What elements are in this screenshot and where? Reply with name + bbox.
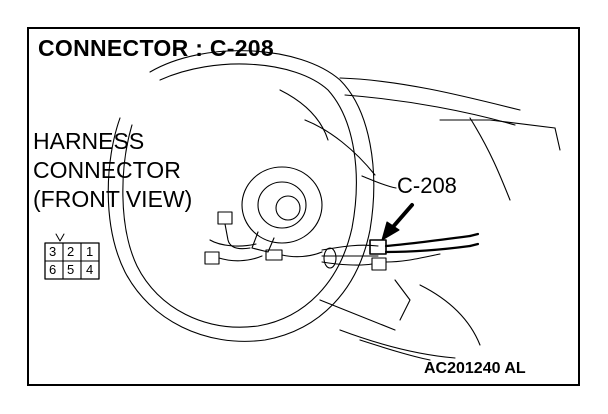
dash-line-3 xyxy=(439,119,556,129)
harness-wire-3 xyxy=(321,261,373,266)
column-lower-1 xyxy=(319,299,396,331)
clock-spring-tab xyxy=(251,231,275,253)
dash-line-2 xyxy=(344,94,516,126)
wheel-rim-inner xyxy=(122,63,357,328)
c208-connector-body xyxy=(369,239,387,255)
pin-label: 3 xyxy=(49,244,57,259)
callout-arrow-head xyxy=(381,221,400,241)
column-lower-2 xyxy=(339,329,456,359)
callout-leader xyxy=(361,175,397,189)
column-lower-4 xyxy=(419,284,481,346)
pin-label: 2 xyxy=(67,244,75,259)
clock-spring-outer xyxy=(241,166,323,244)
column-shroud-top xyxy=(304,119,376,176)
harness-label-line-2: CONNECTOR xyxy=(33,157,181,183)
hub-connector-1 xyxy=(217,211,233,225)
harness-tail xyxy=(468,232,480,248)
figure-id: AC201240 AL xyxy=(424,360,526,377)
callout-arrow-shaft xyxy=(390,203,414,230)
pin-label: 5 xyxy=(67,262,75,277)
harness-label-line-1: HARNESS xyxy=(33,128,145,154)
harness-connector-label: HARNESS CONNECTOR (FRONT VIEW) xyxy=(33,127,192,214)
clock-spring-inner xyxy=(257,181,307,229)
connector-callout-label: C-208 xyxy=(397,173,457,198)
dash-line-5 xyxy=(554,127,561,151)
column-lower-3 xyxy=(394,279,411,321)
clock-spring-bore xyxy=(275,195,301,221)
pinout-key-icon xyxy=(55,233,65,242)
harness-label-line-3: (FRONT VIEW) xyxy=(33,186,193,212)
dash-line-1 xyxy=(339,77,521,111)
dash-line-4 xyxy=(469,117,511,201)
pin-label: 4 xyxy=(86,262,94,277)
pinout-diagram xyxy=(44,233,100,280)
pin-label: 1 xyxy=(86,244,94,259)
figid-leader xyxy=(359,339,431,361)
c208-connector-mate xyxy=(371,257,387,271)
pin-label: 6 xyxy=(49,262,57,277)
wheel-rim-outer xyxy=(107,50,375,342)
figure-frame xyxy=(27,27,580,386)
column-shroud-left xyxy=(279,89,329,141)
harness-clamp xyxy=(323,247,337,269)
hub-connector-2 xyxy=(204,251,220,265)
figure-title: CONNECTOR : C-208 xyxy=(38,35,274,61)
